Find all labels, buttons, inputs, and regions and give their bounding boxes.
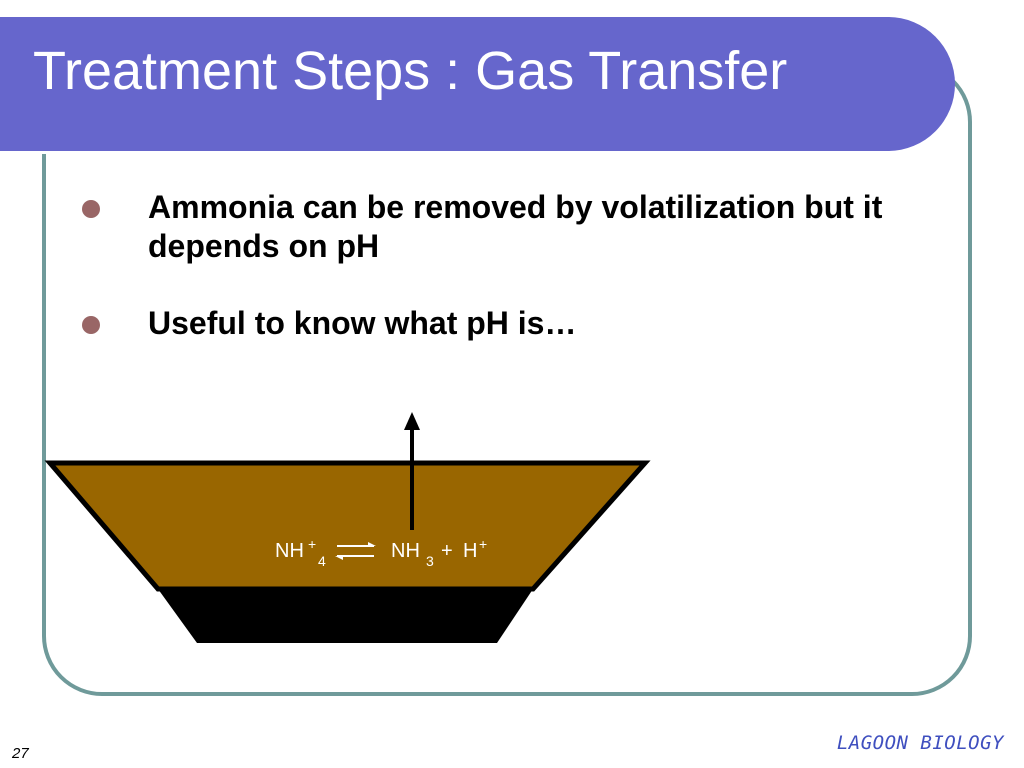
- slide-title: Treatment Steps : Gas Transfer: [33, 41, 788, 101]
- bullet-item: Ammonia can be removed by volatilization…: [80, 188, 900, 266]
- product-nh: NH: [391, 540, 420, 562]
- bullet-dot-icon: [82, 316, 100, 334]
- bullet-dot-icon: [82, 200, 100, 218]
- title-underline: [0, 151, 905, 154]
- arrowhead-icon: [404, 412, 420, 430]
- title-bar: [0, 17, 955, 154]
- product-superscript: +: [479, 536, 487, 552]
- forward-arrowhead-icon: [368, 542, 376, 546]
- slide-number: 27: [12, 745, 29, 762]
- plus-sign: +: [441, 540, 453, 562]
- bullet-list: Ammonia can be removed by volatilization…: [80, 188, 900, 381]
- product-h: H: [463, 540, 477, 562]
- reactant-nh: NH: [275, 540, 304, 562]
- lagoon-water: [44, 460, 651, 592]
- product-subscript: 3: [426, 553, 434, 569]
- reactant-superscript: +: [308, 536, 316, 552]
- bullet-text: Useful to know what pH is…: [148, 305, 577, 341]
- bullet-text: Ammonia can be removed by volatilization…: [148, 189, 883, 264]
- bullet-item: Useful to know what pH is…: [80, 304, 900, 343]
- reactant-subscript: 4: [318, 553, 326, 569]
- lagoon-sludge: [158, 589, 533, 643]
- reverse-arrowhead-icon: [335, 556, 343, 560]
- footer-label: LAGOON BIOLOGY: [836, 732, 1004, 754]
